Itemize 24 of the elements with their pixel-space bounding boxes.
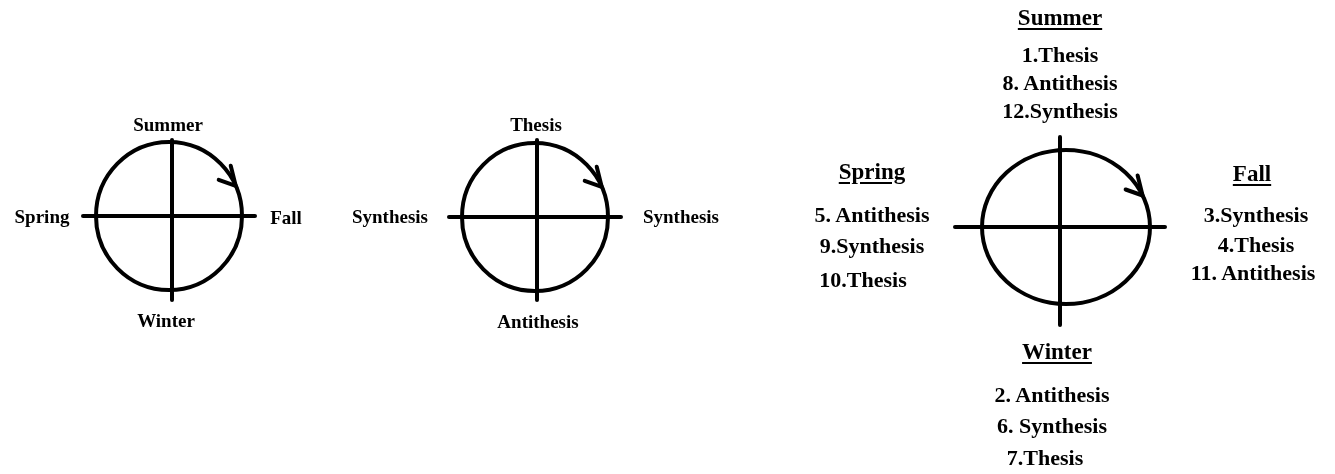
season-heading: Spring xyxy=(838,159,906,185)
axis-label: Spring xyxy=(14,206,70,228)
axis-label: 6. Synthesis xyxy=(997,413,1107,439)
axis-label: 3.Synthesis xyxy=(1203,202,1309,228)
axis-label: 12.Synthesis xyxy=(1002,98,1118,124)
axis-label: 8. Antithesis xyxy=(1002,70,1118,96)
season-heading: Winter xyxy=(1022,339,1092,365)
season-heading: Fall xyxy=(1232,161,1272,187)
axis-label: 11. Antithesis xyxy=(1190,260,1316,286)
axis-label: 4.Thesis xyxy=(1217,232,1295,258)
axis-label: Synthesis xyxy=(643,206,719,228)
season-heading: Summer xyxy=(1017,5,1103,31)
axis-label: 1.Thesis xyxy=(1021,42,1099,68)
axis-label: 2. Antithesis xyxy=(994,382,1110,408)
axis-label: 10.Thesis xyxy=(819,267,907,293)
axis-label: Fall xyxy=(270,207,302,229)
axis-label: Summer xyxy=(133,114,203,136)
axis-label: Antithesis xyxy=(497,311,579,333)
axis-label: Thesis xyxy=(510,114,562,136)
axis-label: 7.Thesis xyxy=(1006,445,1084,471)
axis-label: Synthesis xyxy=(352,206,428,228)
axis-label: 5. Antithesis xyxy=(814,202,930,228)
axis-label: Winter xyxy=(137,310,195,332)
axis-label: 9.Synthesis xyxy=(819,233,925,259)
